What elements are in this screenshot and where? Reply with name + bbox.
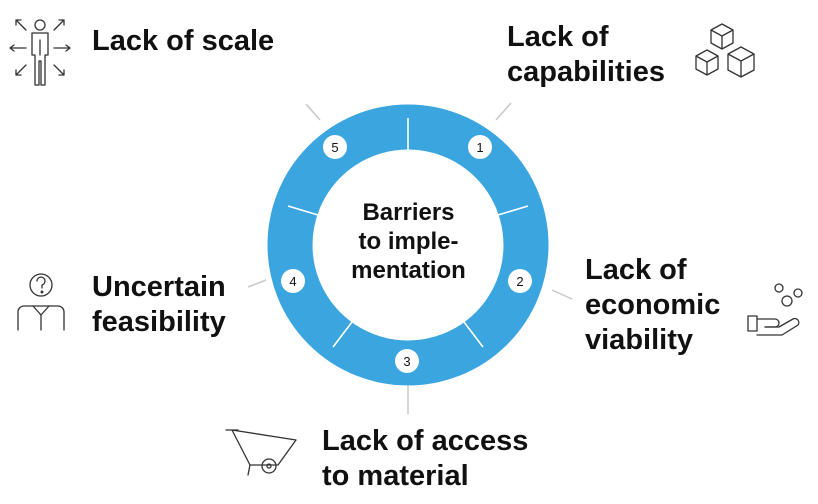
label-line: Lack of scale (92, 25, 275, 57)
badge-2: 2 (508, 269, 532, 293)
badge-1-number: 1 (476, 140, 483, 155)
label-lack-of-economic-viability: Lack of economic viability (585, 253, 720, 358)
diagram-center-title: Barriers to imple- mentation (336, 198, 481, 285)
center-line-1: Barriers (362, 199, 455, 226)
connector-line-2 (551, 289, 573, 300)
center-line-3: mentation (351, 257, 466, 284)
label-lack-of-scale: Lack of scale (92, 24, 274, 59)
label-lack-of-capabilities: Lack of capabilities (507, 20, 665, 90)
connector-lines (247, 102, 573, 414)
label-line: feasibility (92, 306, 226, 338)
divider-bottom-left (332, 321, 353, 348)
label-line: to material (322, 460, 469, 492)
label-line: Lack of (507, 21, 609, 53)
person-arrows-icon (9, 19, 71, 86)
badge-5: 5 (323, 135, 347, 159)
hand-coins-icon (747, 283, 803, 336)
connector-line-4 (247, 279, 267, 288)
center-line-2: to imple- (358, 228, 459, 255)
label-line: Lack of (585, 254, 687, 286)
wheelbarrow-icon (225, 429, 297, 476)
connector-line-1 (495, 102, 512, 121)
badge-3-number: 3 (403, 354, 410, 369)
label-uncertain-feasibility: Uncertain feasibility (92, 270, 226, 340)
label-line: viability (585, 324, 693, 356)
divider-bottom-right (463, 321, 484, 348)
boxes-icon (695, 23, 755, 78)
ring-dividers (287, 118, 529, 348)
badge-4-number: 4 (289, 274, 296, 289)
connector-line-5 (305, 103, 321, 121)
person-question-icon (17, 273, 65, 331)
divider-left (287, 205, 319, 216)
badge-3: 3 (395, 349, 419, 373)
label-line: capabilities (507, 56, 665, 88)
label-line: Lack of access (322, 425, 529, 457)
label-lack-of-access-to-material: Lack of access to material (322, 424, 528, 494)
badge-2-number: 2 (516, 274, 523, 289)
badge-4: 4 (281, 269, 305, 293)
badge-1: 1 (468, 135, 492, 159)
badge-5-number: 5 (331, 140, 338, 155)
divider-right (497, 205, 529, 216)
label-line: economic (585, 289, 721, 321)
label-line: Uncertain (92, 271, 226, 303)
